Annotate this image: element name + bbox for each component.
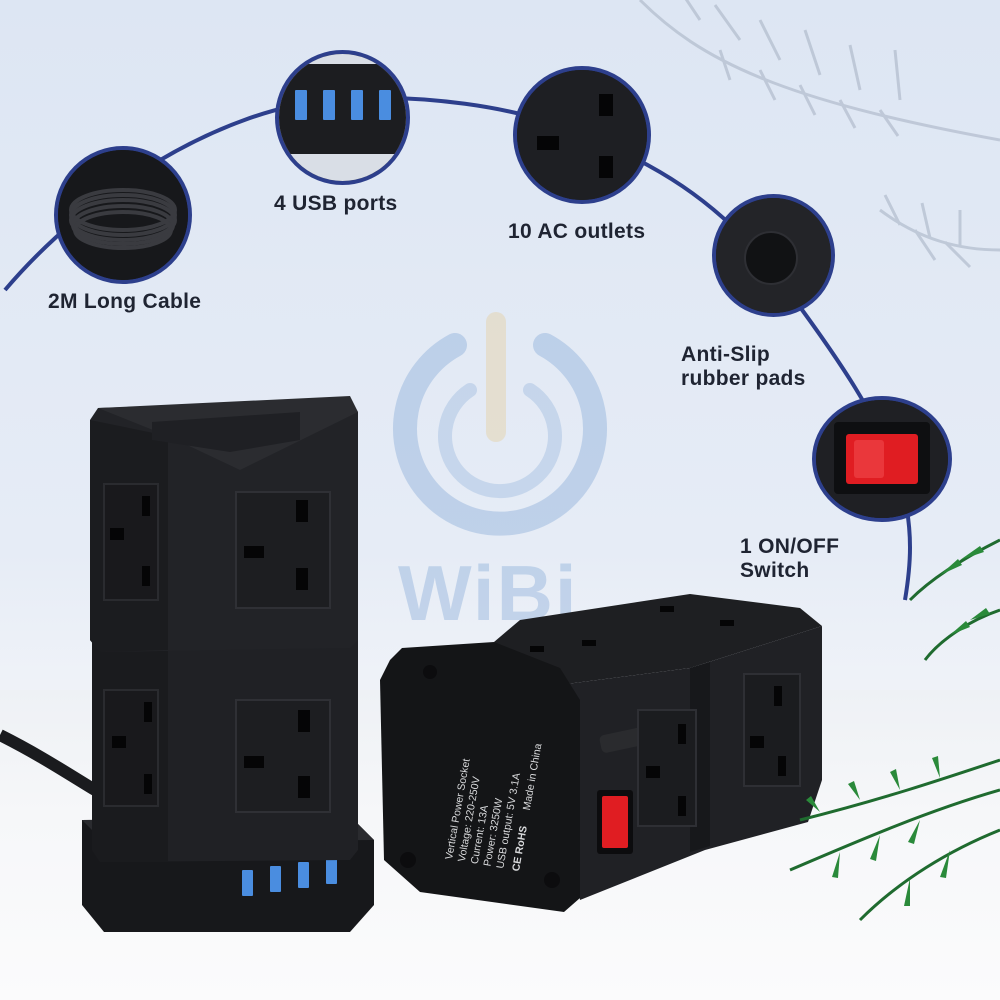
- pads-label: Anti-Slip rubber pads: [681, 343, 806, 390]
- usb-callout: [275, 50, 410, 185]
- coiled-cable-icon: [58, 150, 188, 280]
- ac-callout: [513, 66, 651, 204]
- rubber-pad-icon: [716, 198, 831, 313]
- switch-callout: [812, 396, 952, 522]
- usb-ports-icon: [279, 54, 406, 181]
- power-switch-icon: [816, 400, 948, 518]
- switch-label: 1 ON/OFF Switch: [740, 535, 840, 582]
- usb-ports-base: [242, 858, 337, 896]
- ac-outlet-icon: [517, 70, 647, 200]
- usb-label: 4 USB ports: [274, 192, 398, 215]
- cable-callout: [54, 146, 192, 284]
- cable-label: 2M Long Cable: [48, 290, 202, 313]
- ac-label: 10 AC outlets: [508, 220, 646, 243]
- pads-callout: [712, 194, 835, 317]
- power-cable: [0, 729, 99, 796]
